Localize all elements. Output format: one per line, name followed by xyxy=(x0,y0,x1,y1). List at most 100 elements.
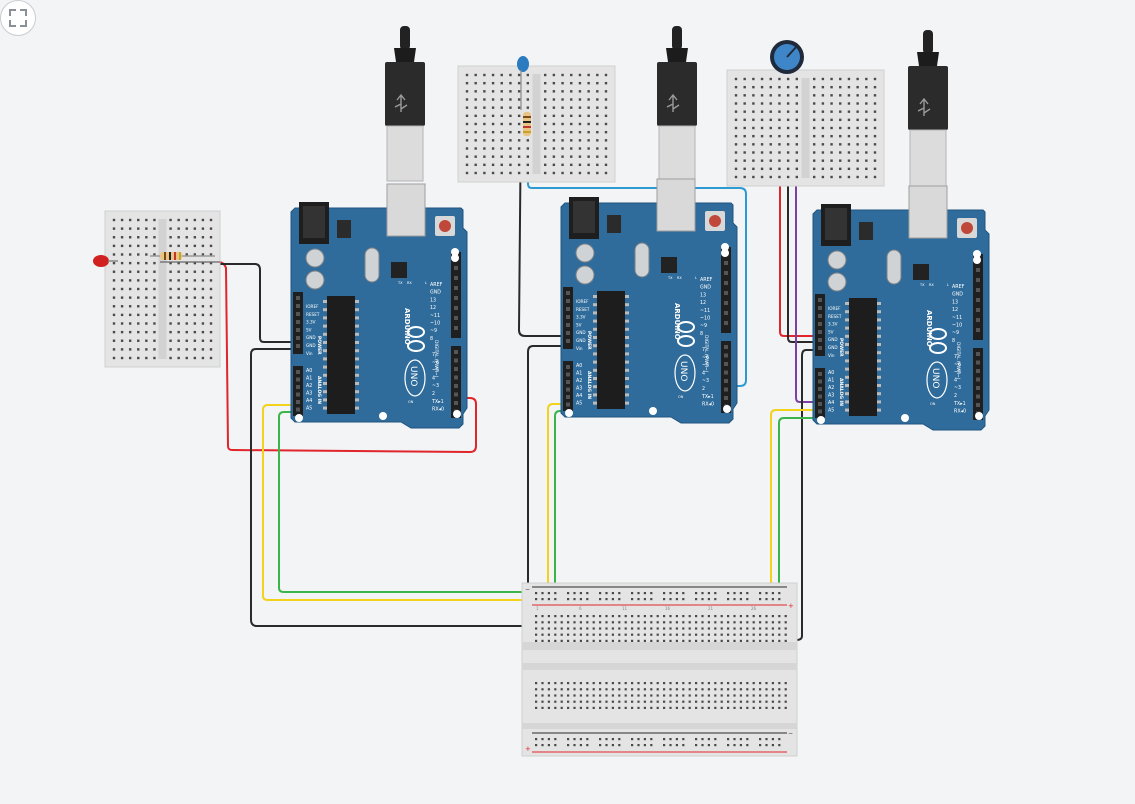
hole xyxy=(856,151,859,154)
hole xyxy=(839,175,842,179)
body-hole xyxy=(707,633,710,636)
hole xyxy=(465,98,469,101)
hole xyxy=(491,106,495,109)
hole xyxy=(552,98,556,101)
barrel-jack-inner xyxy=(303,206,325,238)
chip-pin xyxy=(625,311,629,315)
digital-pin-label: GND xyxy=(700,285,711,291)
body-hole xyxy=(624,615,627,618)
body-hole xyxy=(701,694,704,697)
hole xyxy=(552,147,556,150)
hole xyxy=(474,73,477,77)
hole xyxy=(517,98,521,101)
mini-breadboard-left[interactable] xyxy=(104,210,221,368)
pin-hole xyxy=(296,385,300,389)
hole xyxy=(561,90,564,93)
usb-cable-3[interactable] xyxy=(908,30,948,187)
body-hole xyxy=(560,621,563,624)
body-hole xyxy=(643,633,646,636)
pin-hole xyxy=(976,403,980,407)
chip-pin xyxy=(845,334,849,338)
usb-cable-2[interactable] xyxy=(657,26,697,182)
rail-hole xyxy=(695,592,698,595)
wire-yellow-a4 xyxy=(262,404,537,601)
rail-hole xyxy=(586,598,589,601)
hole xyxy=(778,151,781,154)
hole xyxy=(604,130,608,134)
power-pin-label: IOREF xyxy=(576,299,589,304)
pin-hole xyxy=(724,281,728,285)
fit-to-view-button[interactable] xyxy=(0,0,36,36)
digital-pin-label: 12 xyxy=(952,307,958,313)
body-hole xyxy=(547,621,550,624)
hole xyxy=(137,270,140,273)
hole xyxy=(734,77,738,81)
body-hole xyxy=(567,627,570,630)
hole xyxy=(561,139,564,142)
hole xyxy=(509,147,512,150)
digital-header-bottom xyxy=(973,348,983,420)
hole xyxy=(128,356,132,360)
chip-pin xyxy=(355,341,359,344)
analog-in-label: ANALOG IN xyxy=(838,378,844,406)
hole xyxy=(821,143,825,146)
mini-breadboard-middle[interactable] xyxy=(457,65,616,183)
reset-button-cap xyxy=(439,220,451,232)
hole xyxy=(561,122,564,126)
chip-pin xyxy=(323,324,327,328)
body-hole xyxy=(733,621,736,624)
hole xyxy=(752,126,755,130)
body-hole xyxy=(707,615,710,618)
digital-pin-label: 13 xyxy=(952,299,958,305)
hole xyxy=(830,94,833,97)
hole xyxy=(209,322,213,325)
body-hole xyxy=(759,639,762,642)
hole xyxy=(185,330,188,334)
rail-hole xyxy=(682,738,685,741)
mini-breadboard-right[interactable] xyxy=(726,69,885,187)
usb-cable-1[interactable] xyxy=(385,26,425,182)
pin-hole xyxy=(454,306,458,310)
pin-hole xyxy=(724,301,728,305)
hole xyxy=(734,134,738,138)
body-hole xyxy=(560,682,563,685)
body-hole xyxy=(547,615,550,618)
hole xyxy=(153,253,156,256)
body-hole xyxy=(560,700,563,703)
hole xyxy=(604,122,608,126)
body-hole xyxy=(663,688,666,691)
hole xyxy=(873,77,877,81)
body-hole xyxy=(637,694,640,697)
hole xyxy=(137,296,140,299)
digital-pin-label: GND xyxy=(952,292,963,298)
hole xyxy=(570,171,573,175)
hole xyxy=(145,227,148,230)
body-hole xyxy=(631,700,634,703)
hole xyxy=(128,287,132,291)
hole xyxy=(120,356,124,360)
rx-label: RX xyxy=(677,276,682,280)
hole xyxy=(587,98,590,101)
pin-hole xyxy=(976,298,980,302)
body-hole xyxy=(669,627,672,630)
hole xyxy=(812,102,816,105)
hole xyxy=(500,163,503,167)
body-hole xyxy=(675,615,678,618)
body-hole xyxy=(643,639,646,642)
body-hole xyxy=(765,639,768,642)
chip-pin xyxy=(593,311,597,315)
hole xyxy=(752,159,755,162)
pin-hole xyxy=(724,321,728,325)
chip-pin xyxy=(625,368,629,372)
hole xyxy=(169,296,172,299)
rail-hole xyxy=(682,592,685,595)
hole xyxy=(570,122,573,126)
body-hole xyxy=(669,615,672,618)
body-hole xyxy=(765,700,768,703)
